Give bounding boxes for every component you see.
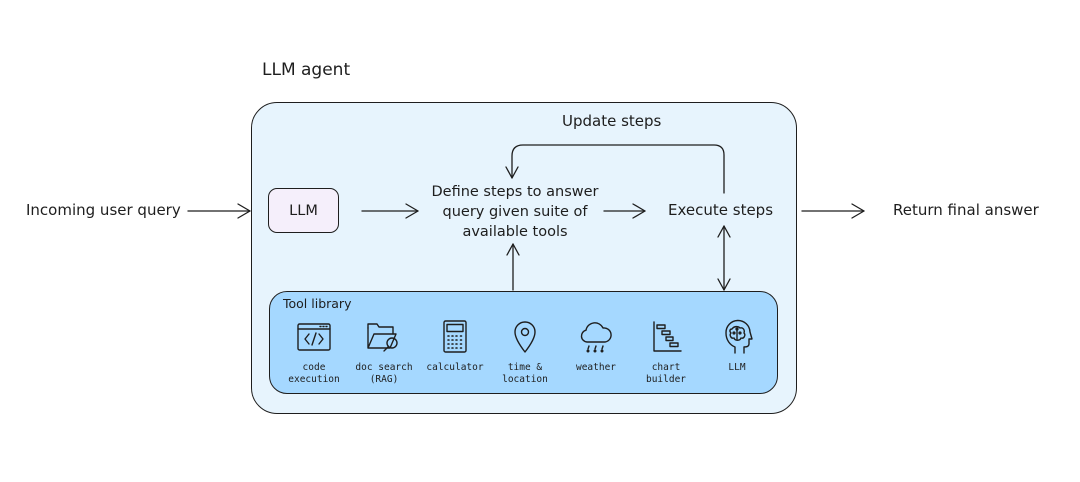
tool-label: LLM (728, 362, 746, 373)
map-pin-icon (514, 321, 536, 353)
tool-label: time & location (502, 362, 548, 385)
tool-doc-search: doc search (RAG) (345, 318, 423, 386)
update-steps-label: Update steps (562, 112, 662, 130)
tool-code-execution: code execution (275, 318, 353, 386)
tool-library-container (269, 291, 778, 394)
tool-weather: weather (557, 318, 635, 374)
llm-node: LLM (268, 188, 339, 233)
tool-label: code execution (288, 362, 340, 385)
tool-label: chart builder (645, 362, 687, 385)
chart-icon (653, 321, 682, 352)
arrow-tools-to-define (506, 243, 520, 291)
tool-llm: LLM (698, 318, 776, 374)
arrow-llm-to-define (361, 203, 419, 219)
define-steps-node: Define steps to answer query given suite… (431, 184, 599, 240)
arrow-define-to-execute (603, 203, 646, 219)
tool-time-location: time & location (486, 318, 564, 386)
folder-search-icon (367, 323, 398, 352)
tool-library-title: Tool library (283, 296, 352, 311)
return-answer-label: Return final answer (893, 201, 1039, 219)
arrow-execute-to-answer (801, 203, 865, 219)
code-icon (297, 323, 331, 351)
cloud-rain-icon (580, 322, 612, 353)
tool-label: weather (575, 362, 617, 373)
tool-calculator: calculator (416, 318, 494, 374)
brain-head-icon (725, 319, 753, 354)
tool-label: doc search (RAG) (355, 362, 413, 385)
tool-chart-builder: chart builder (627, 318, 705, 386)
execute-steps-node: Execute steps (668, 201, 774, 219)
calculator-icon (443, 320, 467, 353)
arrow-execute-tools-bidirectional (717, 225, 731, 291)
arrow-query-to-llm (187, 203, 251, 219)
arrow-update-steps-loop (505, 144, 725, 194)
tool-label: calculator (426, 362, 484, 373)
agent-title: LLM agent (262, 60, 351, 80)
incoming-query-label: Incoming user query (26, 201, 181, 219)
